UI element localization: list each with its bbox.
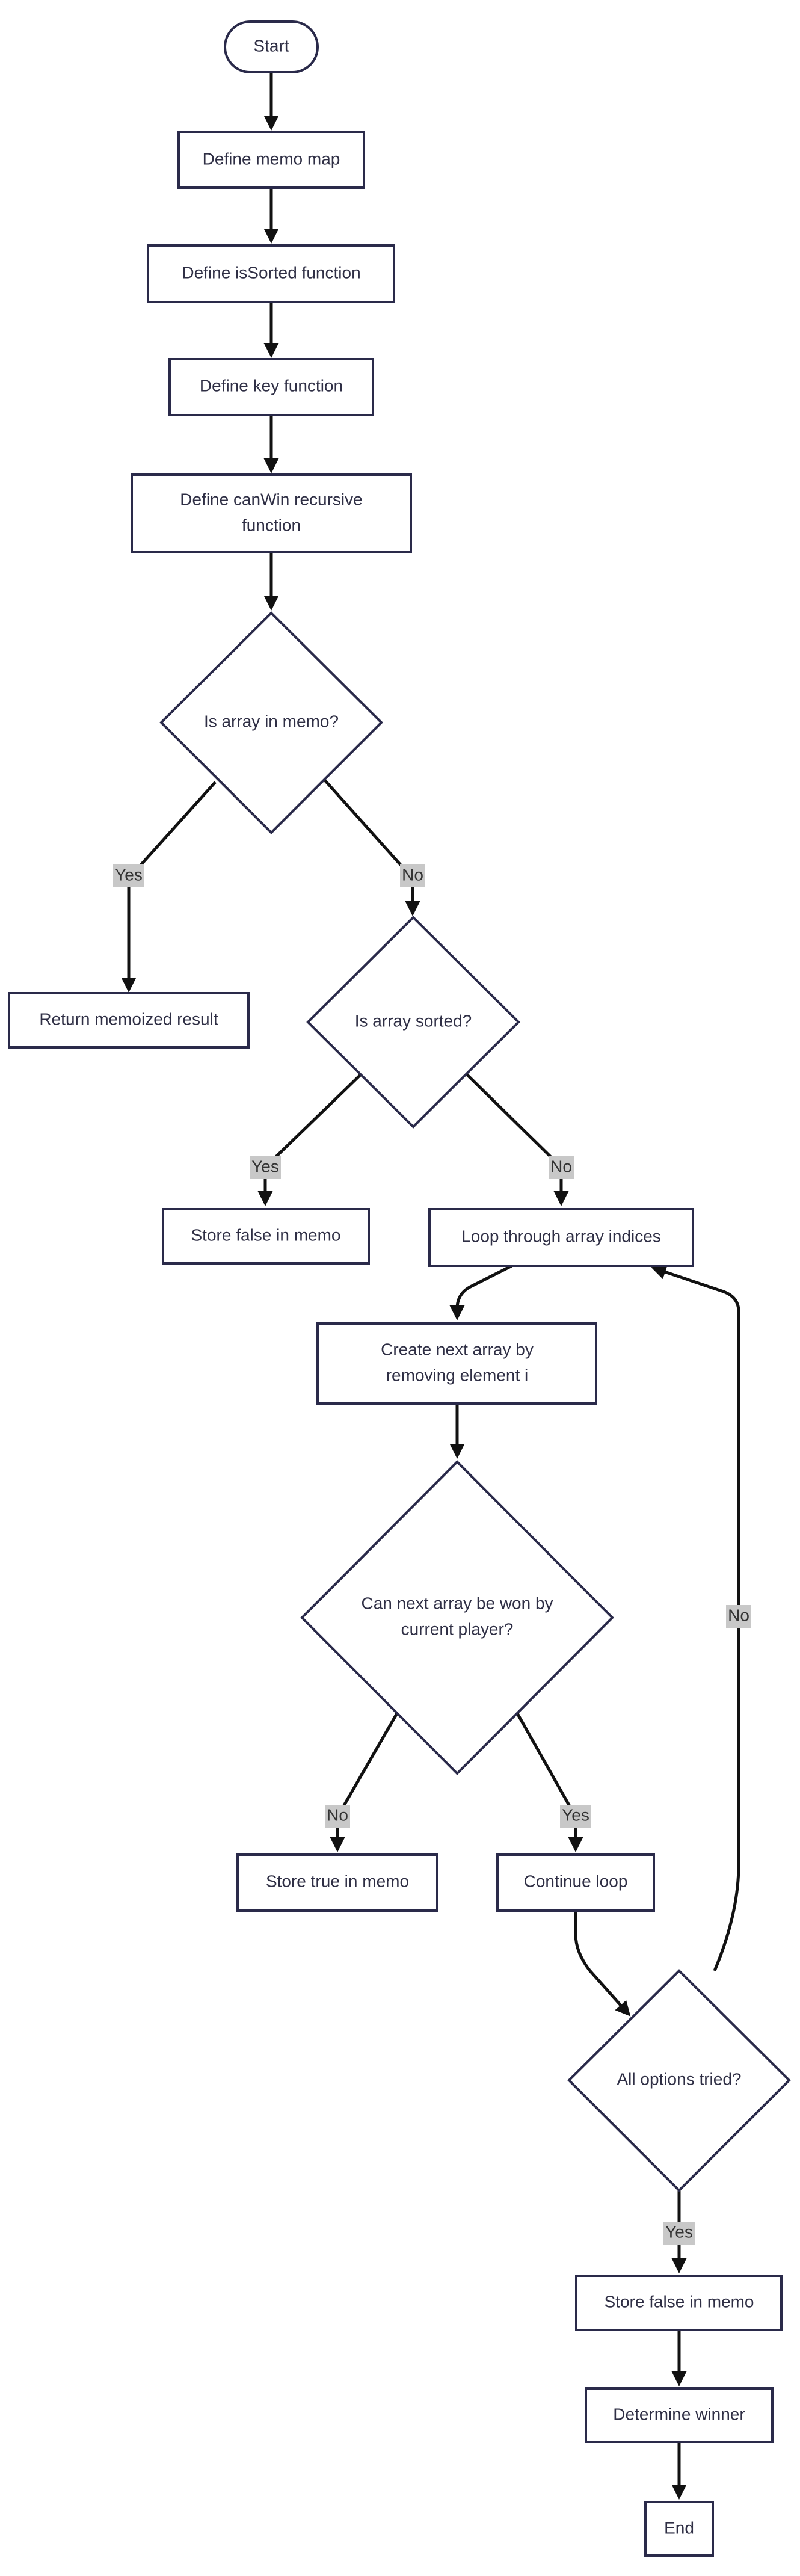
node-define-memo-map: Define memo map — [177, 131, 365, 189]
decision-array-sorted: Is array sorted? — [306, 916, 520, 1129]
edge-sorted-yes — [257, 1073, 363, 1206]
edge-label-text: Yes — [665, 2222, 693, 2241]
node-define-canwin-label-2: function — [242, 516, 301, 534]
node-return-memoized-label: Return memoized result — [39, 1009, 218, 1028]
node-define-canwin: Define canWin recursive function — [131, 473, 412, 553]
edge-label-canbewon-no: No — [325, 1805, 350, 1828]
node-create-next-array: Create next array by removing element i — [316, 1322, 597, 1405]
node-create-next-array-label-2: removing element i — [386, 1366, 529, 1384]
node-return-memoized: Return memoized result — [8, 992, 250, 1049]
edge-label-text: No — [550, 1157, 572, 1176]
node-define-issorted-label: Define isSorted function — [182, 263, 360, 282]
decision-all-tried: All options tried? — [567, 1969, 791, 2192]
decision-in-memo: Is array in memo? — [159, 611, 383, 834]
node-store-true-memo-label: Store true in memo — [266, 1872, 409, 1890]
decision-all-tried-label: All options tried? — [617, 2069, 741, 2088]
node-start: Start — [224, 20, 319, 73]
node-end-label: End — [664, 2518, 694, 2537]
edge-label-alltried-no: No — [726, 1605, 751, 1628]
node-store-false-memo-2: Store false in memo — [575, 2275, 783, 2331]
edge-sorted-no — [465, 1073, 569, 1206]
node-determine-winner-label: Determine winner — [613, 2405, 745, 2423]
node-create-next-array-label-1: Create next array by — [381, 1340, 534, 1358]
node-define-issorted: Define isSorted function — [147, 244, 395, 303]
edge-label-sorted-yes: Yes — [250, 1156, 281, 1179]
decision-in-memo-label: Is array in memo? — [204, 712, 339, 730]
node-define-canwin-label-1: Define canWin recursive — [180, 490, 362, 508]
edge-label-alltried-yes: Yes — [663, 2222, 695, 2245]
edge-inmemo-no — [324, 779, 420, 916]
node-store-false-memo-2-label: Store false in memo — [605, 2292, 754, 2311]
edge-label-canbewon-yes: Yes — [560, 1805, 591, 1828]
node-define-key-label: Define key function — [200, 376, 343, 395]
edge-labels: Yes No Yes No No Yes No Yes — [113, 864, 751, 2245]
edge-continue-alltried — [574, 1911, 631, 2017]
edge-label-text: No — [728, 1606, 749, 1624]
edge-label-text: Yes — [562, 1805, 589, 1824]
node-continue-loop: Continue loop — [496, 1853, 655, 1912]
edge-label-text: Yes — [251, 1157, 279, 1176]
edge-canbewon-yes — [515, 1712, 583, 1852]
decision-array-sorted-label: Is array sorted? — [355, 1011, 472, 1030]
node-define-memo-map-label: Define memo map — [203, 149, 340, 168]
edge-alltried-no — [651, 1265, 740, 1971]
node-start-label: Start — [253, 36, 289, 55]
node-store-true-memo: Store true in memo — [236, 1853, 438, 1912]
edge-label-inmemo-yes: Yes — [113, 864, 144, 887]
decision-can-be-won-label-1: Can next array be won by — [361, 1594, 553, 1612]
edge-label-text: No — [402, 865, 423, 884]
node-store-false-memo-1: Store false in memo — [162, 1208, 370, 1265]
node-loop-indices: Loop through array indices — [428, 1208, 694, 1267]
edge-canbewon-no — [330, 1712, 399, 1852]
nodes: Start Define memo map Define isSorted fu… — [8, 20, 791, 2557]
decision-can-be-won: Can next array be won by current player? — [300, 1460, 614, 1775]
edge-label-inmemo-no: No — [400, 864, 425, 887]
node-loop-indices-label: Loop through array indices — [461, 1227, 661, 1245]
edge-label-text: No — [327, 1805, 348, 1824]
decision-can-be-won-label-2: current player? — [401, 1619, 514, 1638]
node-continue-loop-label: Continue loop — [524, 1872, 628, 1890]
edge-label-text: Yes — [115, 865, 143, 884]
node-store-false-memo-1-label: Store false in memo — [191, 1225, 341, 1244]
edge-label-sorted-no: No — [549, 1156, 574, 1179]
node-define-key: Define key function — [168, 358, 374, 416]
node-determine-winner: Determine winner — [585, 2387, 774, 2443]
node-end: End — [644, 2501, 714, 2557]
edge-loop-next — [449, 1264, 513, 1320]
